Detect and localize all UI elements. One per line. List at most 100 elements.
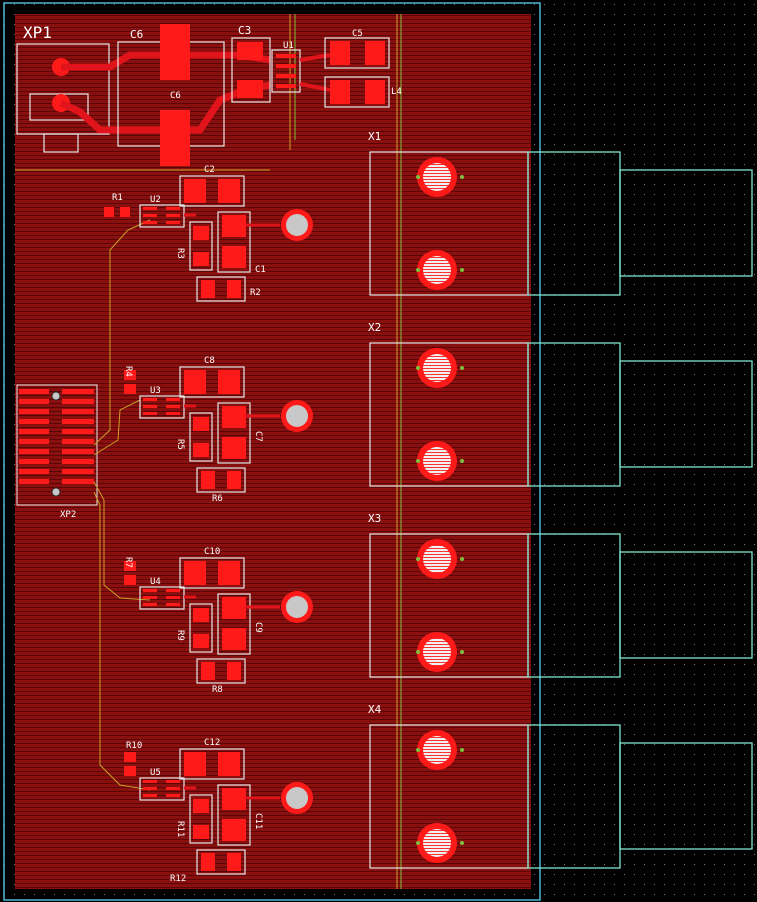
resistor-bottom-label: R12 xyxy=(170,874,186,884)
ic-pin xyxy=(166,787,180,790)
ic-label: U3 xyxy=(150,386,161,396)
xp2-pad-right xyxy=(62,419,94,424)
resistor-bottom-label: R2 xyxy=(250,288,261,298)
ic-pin xyxy=(166,412,180,415)
xp2-connector: XP2 xyxy=(16,384,98,520)
resistor-pad xyxy=(193,417,209,431)
connector-x4: X4 xyxy=(368,703,753,869)
connector-pin-marker xyxy=(416,841,420,845)
cap-pad xyxy=(218,561,240,585)
cap-top-label: C10 xyxy=(204,547,220,557)
xp2-pad-right xyxy=(62,449,94,454)
xp2-pad-left xyxy=(19,439,49,444)
cap-outline xyxy=(179,557,245,589)
c6-pad-bottom xyxy=(160,110,190,166)
xp2-label: XP2 xyxy=(60,510,76,520)
resistor-pad xyxy=(193,825,209,839)
test-point-drill xyxy=(286,405,308,427)
signal-trace-ch4 xyxy=(93,491,151,791)
connector-pin-drill xyxy=(423,638,451,666)
resistor-pad xyxy=(193,226,209,240)
l4-label: L4 xyxy=(391,87,402,97)
xp2-outline xyxy=(16,384,98,506)
channel-trace xyxy=(184,786,280,800)
cap-side-outline xyxy=(217,593,251,655)
ic-pin xyxy=(166,214,180,217)
resistor-pad xyxy=(104,207,114,217)
connector-pin-marker xyxy=(460,841,464,845)
resistor-top-label: R4 xyxy=(123,366,133,377)
cap-pad xyxy=(222,215,246,237)
l4-inductor: L4 xyxy=(324,76,402,108)
connector-x3: X3 xyxy=(368,512,753,678)
xp2-pad-left xyxy=(19,419,49,424)
xp2-pad-left xyxy=(19,469,49,474)
xp2-pad-right xyxy=(62,399,94,404)
test-point-drill xyxy=(286,787,308,809)
connector-pin-marker xyxy=(416,557,420,561)
c6-label-ref: C6 xyxy=(170,91,181,101)
connector-pin-marker xyxy=(416,650,420,654)
ic-pin xyxy=(143,794,157,797)
xp2-pad-left xyxy=(19,449,49,454)
resistor-pad xyxy=(124,575,136,585)
xp2-mount-bottom xyxy=(51,487,61,497)
ic-label: U5 xyxy=(150,768,161,778)
ic-pin xyxy=(166,221,180,224)
ic-pin xyxy=(143,398,157,401)
connector-pin-marker xyxy=(460,366,464,370)
cap-pad xyxy=(184,370,206,394)
cap-pad xyxy=(218,752,240,776)
connector-pin-marker xyxy=(416,366,420,370)
xp2-pad-right xyxy=(62,389,94,394)
connector-pin-drill xyxy=(423,354,451,382)
connector-plug-outline xyxy=(619,360,753,468)
resistor-pad xyxy=(120,207,130,217)
ic-pin xyxy=(143,603,157,606)
cap-pad xyxy=(218,370,240,394)
cap-outline xyxy=(179,175,245,207)
cap-pad xyxy=(184,752,206,776)
resistor-pad xyxy=(227,853,241,871)
resistor-bottom-label: R8 xyxy=(212,685,223,695)
connector-pin-marker xyxy=(460,557,464,561)
ic-pin xyxy=(166,405,180,408)
cap-side-label: C9 xyxy=(253,622,263,633)
resistor-pad xyxy=(124,561,136,571)
cap-outline xyxy=(179,366,245,398)
ic-pin xyxy=(166,794,180,797)
u1-label: U1 xyxy=(283,41,294,51)
c6-capacitor: C6 C6 xyxy=(117,24,225,166)
connector-pin-marker xyxy=(416,175,420,179)
resistor-pad xyxy=(124,384,136,394)
c5-label: C5 xyxy=(352,29,363,39)
xp2-pad-left xyxy=(19,479,49,484)
resistor-pad xyxy=(201,662,215,680)
resistor-top-label: R7 xyxy=(123,557,133,568)
channel-trace xyxy=(184,213,280,227)
resistor-pad xyxy=(193,608,209,622)
resistor-side-outline xyxy=(189,412,213,462)
c3-capacitor: C3 xyxy=(231,24,271,103)
resistor-side-outline xyxy=(189,603,213,653)
ic-pin xyxy=(143,214,157,217)
resistor-pad xyxy=(193,634,209,648)
resistor-side-outline xyxy=(189,221,213,271)
cap-side-label: C1 xyxy=(255,265,266,275)
resistor-top-label: R1 xyxy=(112,193,123,203)
connector-pin-drill xyxy=(423,829,451,857)
xp1-label: XP1 xyxy=(23,23,52,42)
c6-pad-top xyxy=(160,24,190,80)
c6-label: C6 xyxy=(130,28,143,41)
xp2-pad-right xyxy=(62,429,94,434)
resistor-side-outline xyxy=(189,794,213,844)
resistor-bottom-label: R6 xyxy=(212,494,223,504)
resistor-pad xyxy=(227,471,241,489)
cap-pad xyxy=(222,246,246,268)
resistor-pad xyxy=(193,443,209,457)
xp2-mount-top xyxy=(51,391,61,401)
c3-label: C3 xyxy=(238,24,251,37)
